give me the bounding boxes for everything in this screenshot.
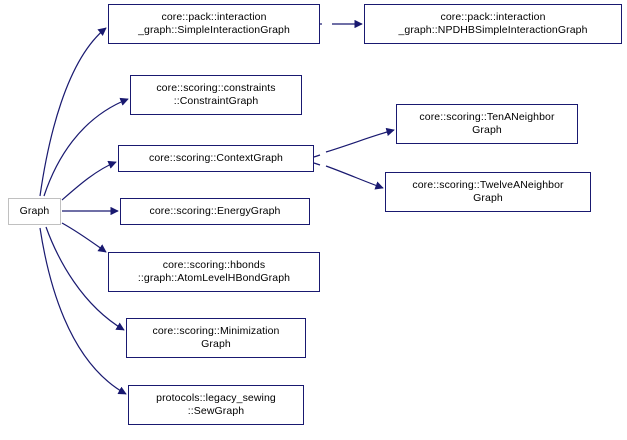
node-atom-level-hbond-graph-label: core::scoring::hbonds ::graph::AtomLevel… — [137, 259, 291, 284]
node-twelve-a-neighbor-graph[interactable]: core::scoring::TwelveANeighbor Graph — [385, 172, 591, 212]
edge-graph-to-simple-interaction-graph — [39, 27, 107, 197]
edge-stub-context-twelve — [313, 162, 321, 166]
node-ten-a-neighbor-graph-label: core::scoring::TenANeighbor Graph — [419, 111, 555, 136]
node-energy-graph-label: core::scoring::EnergyGraph — [149, 205, 281, 217]
node-constraint-graph[interactable]: core::scoring::constraints ::ConstraintG… — [130, 75, 302, 115]
edge-graph-to-atom-level-hbond-graph — [61, 222, 107, 253]
node-twelve-a-neighbor-graph-label: core::scoring::TwelveANeighbor Graph — [412, 179, 564, 204]
node-npdhb-simple-interaction-graph-label: core::pack::interaction _graph::NPDHBSim… — [398, 11, 588, 36]
edge-stub-context-ten — [313, 154, 321, 158]
edge-context-to-twelve-a-neighbor — [325, 165, 384, 190]
node-ten-a-neighbor-graph[interactable]: core::scoring::TenANeighbor Graph — [396, 104, 578, 144]
node-minimization-graph-label: core::scoring::Minimization Graph — [152, 325, 280, 350]
node-simple-interaction-graph[interactable]: core::pack::interaction _graph::SimpleIn… — [108, 4, 320, 44]
node-context-graph[interactable]: core::scoring::ContextGraph — [118, 145, 314, 172]
node-graph-label: Graph — [19, 205, 50, 217]
node-npdhb-simple-interaction-graph[interactable]: core::pack::interaction _graph::NPDHBSim… — [364, 4, 622, 44]
edge-graph-to-context-graph — [61, 160, 117, 201]
node-simple-interaction-graph-label: core::pack::interaction _graph::SimpleIn… — [138, 11, 290, 36]
node-sew-graph[interactable]: protocols::legacy_sewing ::SewGraph — [128, 385, 304, 425]
edge-graph-to-constraint-graph — [43, 97, 129, 197]
node-graph[interactable]: Graph — [8, 198, 61, 225]
edge-context-to-ten-a-neighbor — [325, 127, 395, 153]
node-minimization-graph[interactable]: core::scoring::Minimization Graph — [126, 318, 306, 358]
node-constraint-graph-label: core::scoring::constraints ::ConstraintG… — [156, 82, 276, 107]
node-energy-graph[interactable]: core::scoring::EnergyGraph — [120, 198, 310, 225]
node-sew-graph-label: protocols::legacy_sewing ::SewGraph — [156, 392, 276, 417]
node-context-graph-label: core::scoring::ContextGraph — [148, 152, 283, 164]
node-atom-level-hbond-graph[interactable]: core::scoring::hbonds ::graph::AtomLevel… — [108, 252, 320, 292]
